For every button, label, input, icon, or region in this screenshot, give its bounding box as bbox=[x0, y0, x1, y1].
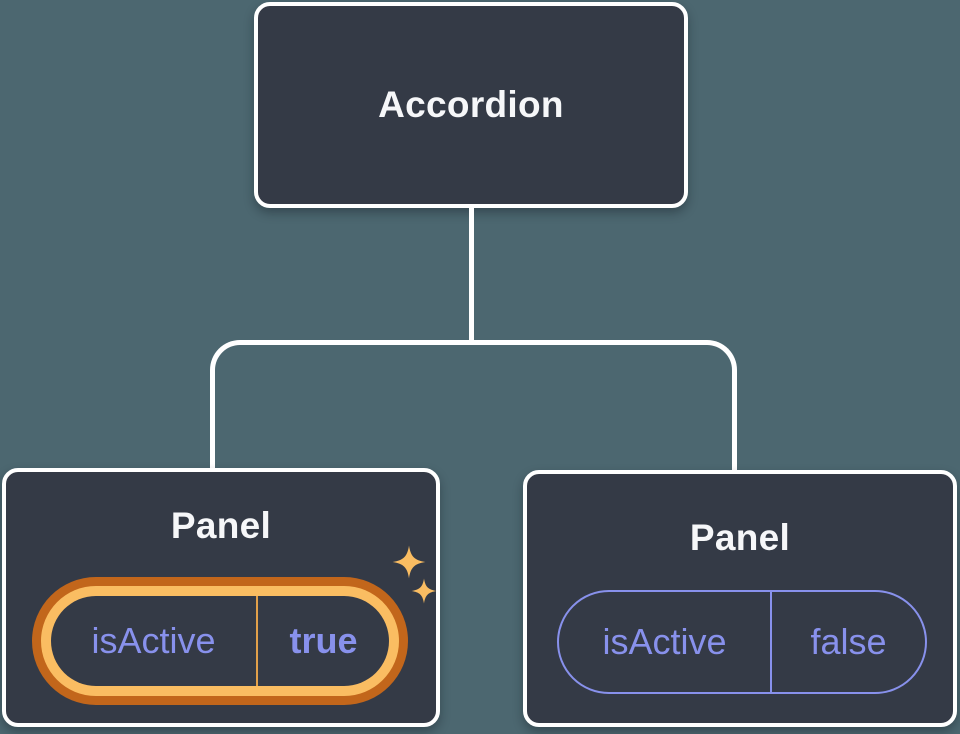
root-stem-connector bbox=[469, 208, 474, 343]
branch-connector bbox=[210, 340, 737, 470]
prop-pill-active-ring: isActive true bbox=[41, 586, 399, 696]
panel-node-active: Panel isActive true bbox=[2, 468, 440, 727]
accordion-node: Accordion bbox=[254, 2, 688, 208]
panel-node-label: Panel bbox=[170, 505, 272, 546]
prop-name-label: isActive bbox=[602, 621, 727, 662]
panel-node-inactive: Panel isActive false bbox=[523, 470, 957, 727]
sparkle-icon-large bbox=[392, 545, 426, 579]
prop-pill-divider bbox=[256, 596, 258, 686]
accordion-node-label: Accordion bbox=[378, 84, 564, 125]
prop-value-label: true bbox=[289, 620, 358, 661]
prop-name-cell: isActive bbox=[51, 596, 256, 686]
panel-node-label: Panel bbox=[689, 517, 791, 558]
sparkle-icon-small bbox=[411, 578, 437, 604]
prop-value-cell: true bbox=[258, 596, 389, 686]
prop-name-cell: isActive bbox=[559, 592, 770, 692]
prop-pill-divider bbox=[770, 592, 772, 692]
prop-name-label: isActive bbox=[91, 620, 216, 661]
prop-value-label: false bbox=[810, 621, 887, 662]
prop-pill-active: isActive true bbox=[32, 577, 408, 705]
prop-value-cell: false bbox=[772, 592, 925, 692]
prop-pill-active-core: isActive true bbox=[51, 596, 389, 686]
prop-pill-inactive: isActive false bbox=[557, 590, 927, 694]
